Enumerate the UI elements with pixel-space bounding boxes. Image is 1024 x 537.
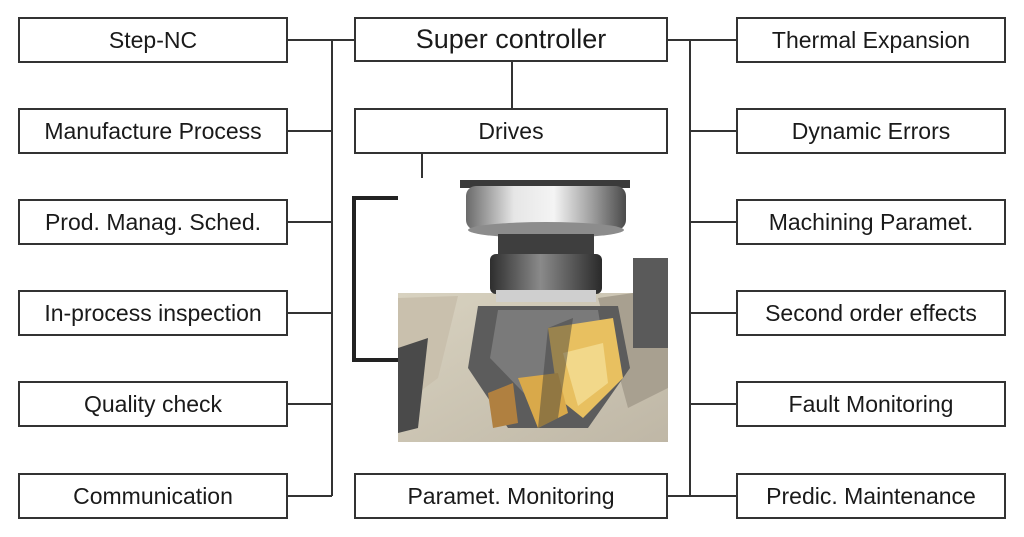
left-box-manufacture-process: Manufacture Process — [18, 108, 288, 154]
left-box-prod-manag-sched: Prod. Manag. Sched. — [18, 199, 288, 245]
right-box-thermal-expansion: Thermal Expansion — [736, 17, 1006, 63]
right-box-predic-maintenance: Predic. Maintenance — [736, 473, 1006, 519]
left-box-communication: Communication — [18, 473, 288, 519]
left-box-in-process-inspection: In-process inspection — [18, 290, 288, 336]
milling-spindle-photo — [398, 178, 668, 442]
right-box-machining-paramet: Machining Paramet. — [736, 199, 1006, 245]
left-box-quality-check: Quality check — [18, 381, 288, 427]
super-controller-box: Super controller — [354, 17, 668, 62]
drives-box: Drives — [354, 108, 668, 154]
left-box-step-nc: Step-NC — [18, 17, 288, 63]
paramet-monitoring-box: Paramet. Monitoring — [354, 473, 668, 519]
right-box-dynamic-errors: Dynamic Errors — [736, 108, 1006, 154]
right-box-second-order-effects: Second order effects — [736, 290, 1006, 336]
right-box-fault-monitoring: Fault Monitoring — [736, 381, 1006, 427]
